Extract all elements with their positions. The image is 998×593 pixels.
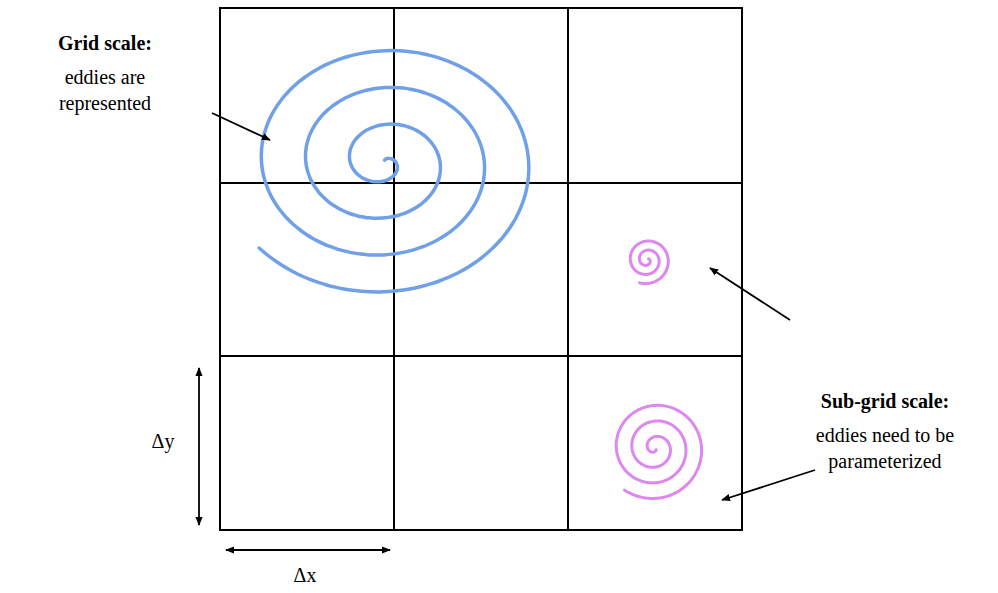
subgrid-eddy [616,405,701,498]
dimension-arrow [198,368,200,525]
dimension-arrow [226,549,390,551]
leader-arrow [710,268,790,320]
subgrid-scale-title: Sub-grid scale: [785,388,985,414]
subgrid-eddy [630,241,668,284]
grid-scale-title: Grid scale: [20,30,190,56]
dimension-label: Δy [140,428,186,454]
leader-arrow [722,470,815,500]
subgrid-scale-note: eddies need to be parameterized [795,422,975,474]
dimension-label: Δx [282,562,328,588]
leader-arrow [212,113,270,140]
resolved-eddy [259,51,529,292]
grid-scale-note: eddies are represented [35,64,175,116]
grid-border [220,8,742,530]
grid-line [220,355,742,357]
grid-lines [220,8,742,530]
grid-line [567,8,569,530]
